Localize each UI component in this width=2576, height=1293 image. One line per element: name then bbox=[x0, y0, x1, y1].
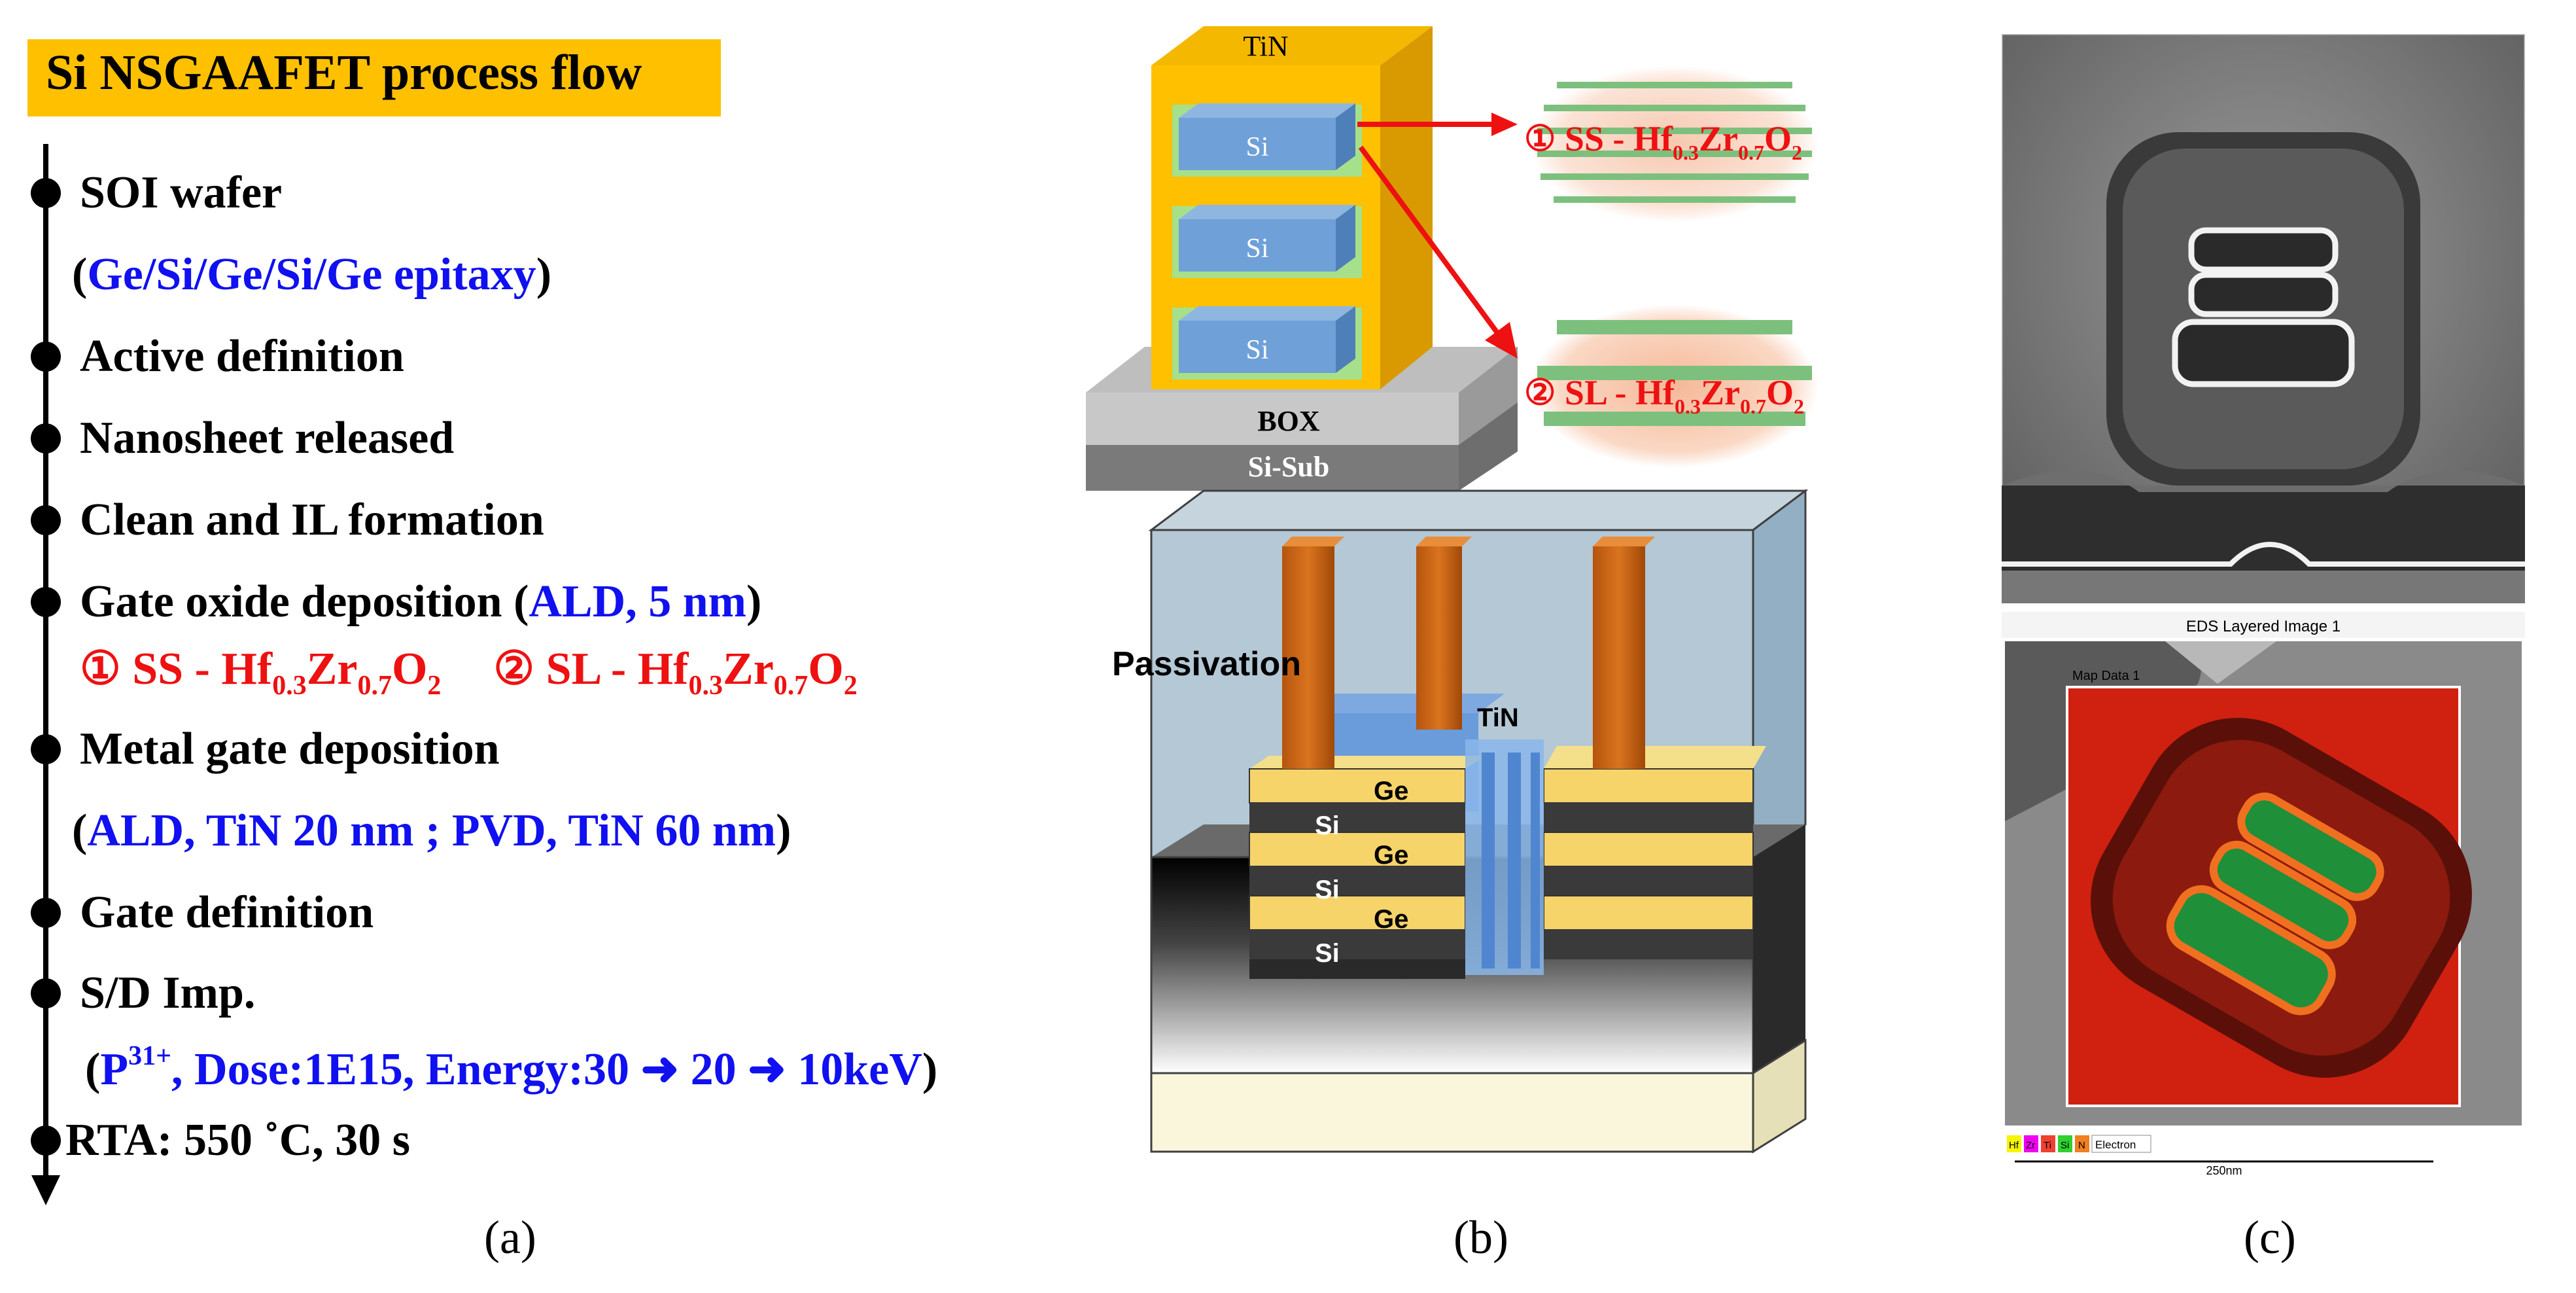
step-metal-gate-detail: (ALD, TiN 20 nm ; PVD, TiN 60 nm) bbox=[72, 806, 792, 856]
si-sheet-3 bbox=[1172, 306, 1362, 380]
contact-pillar-3 bbox=[1593, 537, 1655, 769]
timeline-dot bbox=[31, 734, 61, 764]
step-implant-detail: (P31+, Dose:1E15, Energy:30 ➜ 20 ➜ 10keV… bbox=[85, 1041, 938, 1095]
gate-top bbox=[1305, 694, 1505, 713]
timeline-line bbox=[43, 144, 48, 1184]
step-gate-oxide-deposition: Gate oxide deposition (ALD, 5 nm) bbox=[80, 576, 762, 627]
si-sheet-1 bbox=[1172, 103, 1362, 177]
sl-oval bbox=[1531, 304, 1819, 468]
timeline-dot bbox=[31, 505, 61, 535]
ss-oval bbox=[1531, 65, 1819, 222]
contact-pillar-2 bbox=[1416, 537, 1472, 730]
svg-text:250nm: 250nm bbox=[2206, 1164, 2242, 1177]
step-gate-definition: Gate definition bbox=[80, 887, 374, 938]
si-sub-label: Si-Sub bbox=[1248, 451, 1330, 483]
si-label-1: Si bbox=[1245, 132, 1268, 162]
callout-arrow-icon bbox=[1358, 145, 1518, 359]
caption-c: (c) bbox=[2244, 1211, 2296, 1264]
step-sd-imp: S/D Imp. bbox=[80, 968, 256, 1018]
caption-a: (a) bbox=[484, 1211, 536, 1264]
step-nanosheet-released: Nanosheet released bbox=[80, 413, 455, 463]
step-rta: RTA: 550 ˚C, 30 s bbox=[65, 1115, 411, 1165]
ss-callout: ① SS - Hf0.3Zr0.7O2 bbox=[1524, 119, 1802, 164]
layer-label-si: Si bbox=[1315, 939, 1340, 968]
svg-text:Si: Si bbox=[2061, 1140, 2069, 1151]
title-banner bbox=[27, 39, 721, 116]
eds-layered-image: EDS Layered Image 1 Map Data 1 Hf Zr Ti … bbox=[2002, 612, 2525, 1178]
timeline-dot bbox=[31, 978, 61, 1008]
si-sub-face bbox=[1086, 445, 1459, 491]
step-metal-gate-deposition: Metal gate deposition bbox=[80, 724, 500, 774]
device-schematic: TiN Si Si Si BOX Si-Sub bbox=[1086, 26, 1819, 1154]
eds-title: EDS Layered Image 1 bbox=[2186, 618, 2341, 635]
svg-text:N: N bbox=[2078, 1140, 2085, 1151]
timeline-dot bbox=[31, 587, 61, 617]
timeline-arrow-icon bbox=[31, 1175, 60, 1205]
timeline-dot bbox=[31, 1125, 61, 1156]
si-label-3: Si bbox=[1245, 335, 1268, 365]
layer-label-ge: Ge bbox=[1374, 841, 1408, 870]
process-flow-title: Si NSGAAFET process flow bbox=[46, 45, 642, 100]
layer-label-ge: Ge bbox=[1374, 905, 1408, 934]
scale-bar: 250nm bbox=[2015, 1160, 2433, 1177]
svg-text:Electron: Electron bbox=[2095, 1139, 2136, 1151]
map-data-label: Map Data 1 bbox=[2072, 669, 2140, 683]
caption-b: (b) bbox=[1453, 1211, 1508, 1264]
contact-pillar-1 bbox=[1282, 537, 1344, 769]
layer-label-ge: Ge bbox=[1374, 777, 1408, 806]
sl-callout: ② SL - Hf0.3Zr0.7O2 bbox=[1524, 373, 1804, 418]
nanosheet-stack bbox=[1249, 756, 1485, 979]
tem-micrograph bbox=[2002, 34, 2525, 603]
eds-legend: Hf Zr Ti Si N Electron bbox=[2007, 1135, 2151, 1153]
si-label-2: Si bbox=[1245, 234, 1268, 264]
timeline-dot bbox=[31, 898, 61, 928]
svg-text:Ti: Ti bbox=[2044, 1140, 2051, 1151]
step-clean-il-formation: Clean and IL formation bbox=[80, 495, 544, 545]
layer-label-si: Si bbox=[1315, 811, 1340, 840]
timeline-dot bbox=[31, 342, 61, 372]
tin-label-3d: TiN bbox=[1477, 703, 1519, 732]
nanosheet-stack-right bbox=[1543, 746, 1766, 959]
passivation-label: Passivation bbox=[1112, 645, 1301, 683]
layer-label-si: Si bbox=[1315, 876, 1340, 904]
tin-wrap bbox=[1465, 739, 1544, 975]
step-active-definition: Active definition bbox=[80, 331, 404, 381]
svg-text:Zr: Zr bbox=[2026, 1140, 2035, 1151]
step-soi-wafer: SOI wafer bbox=[80, 168, 283, 218]
si-sheet-2 bbox=[1172, 205, 1362, 278]
box-label: BOX bbox=[1257, 405, 1320, 437]
svg-text:Hf: Hf bbox=[2009, 1140, 2019, 1151]
callout-arrow-icon bbox=[1357, 113, 1518, 136]
step-epitaxy-detail: (Ge/Si/Ge/Si/Ge epitaxy) bbox=[72, 249, 551, 300]
tin-label-top: TiN bbox=[1243, 30, 1288, 62]
timeline-dot bbox=[31, 178, 61, 208]
timeline-dot bbox=[31, 423, 61, 453]
